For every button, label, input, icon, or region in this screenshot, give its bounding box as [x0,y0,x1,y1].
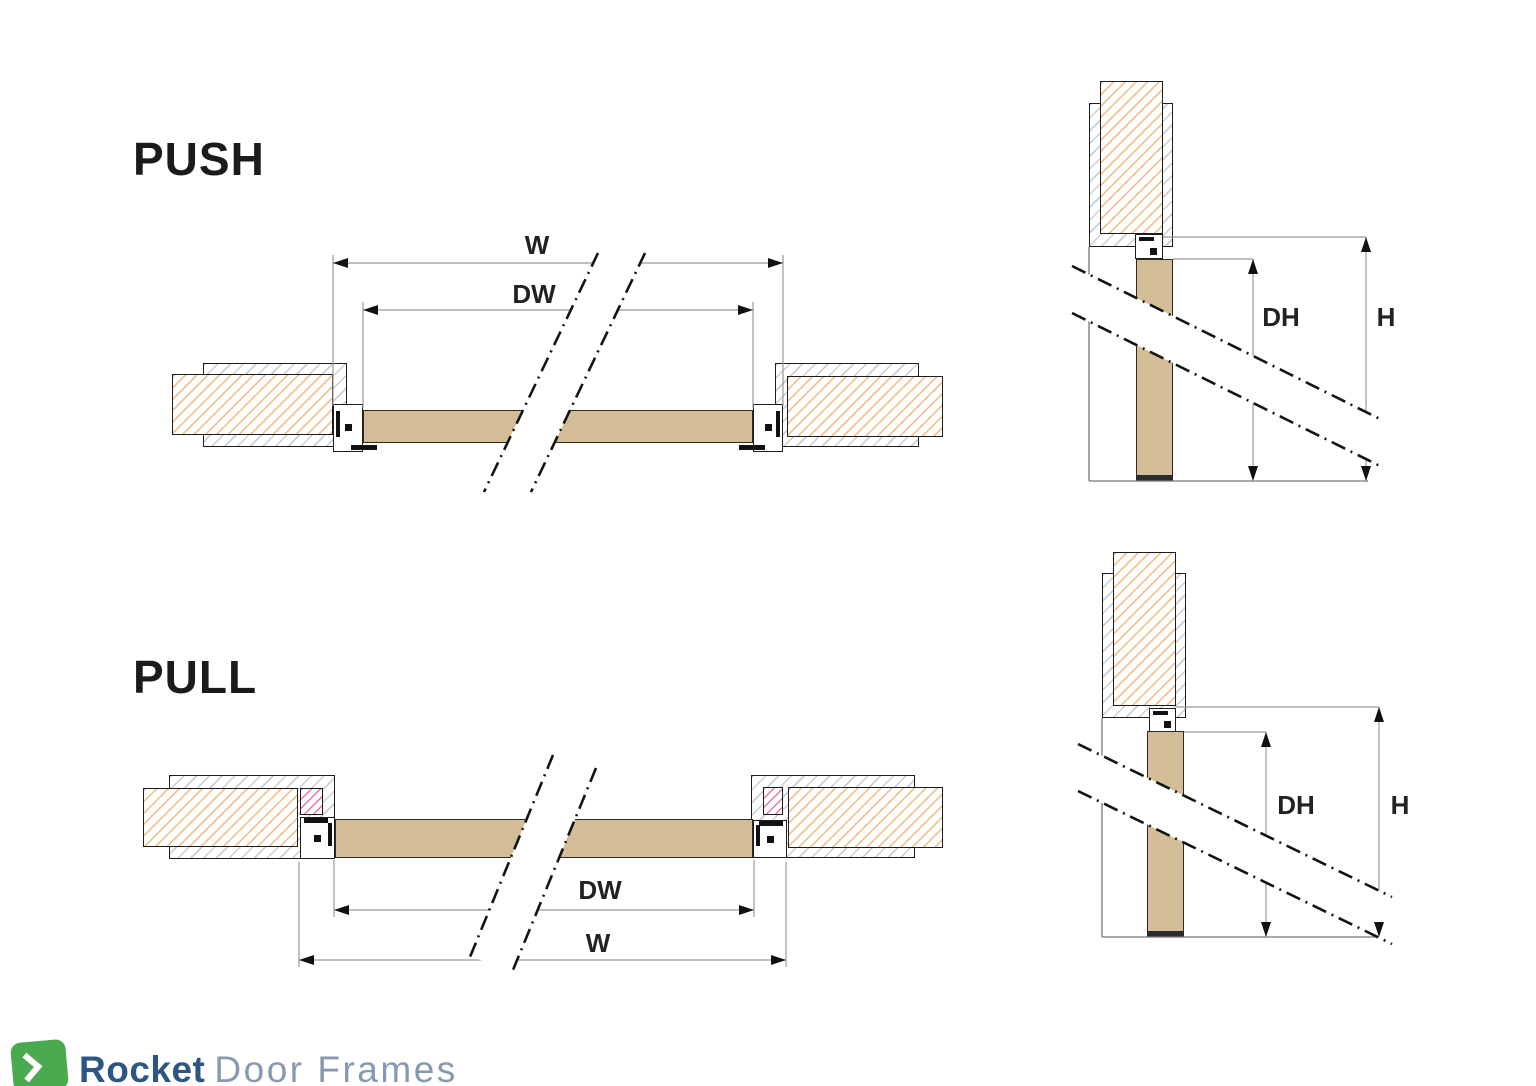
pull-wall-right-core [788,787,943,848]
pull-dim-label-dw: DW [574,877,626,903]
push-dim-label-w: W [520,232,554,258]
pull-seal-right [763,787,783,815]
push-side-wall-core [1100,81,1163,234]
pull-side-door-leaf [1147,731,1184,937]
push-frame-profile-right [739,404,783,452]
pull-dim-label-w: W [581,930,615,956]
pull-side-head-frame [1149,708,1176,732]
pull-side-wall-core [1113,552,1176,706]
pull-side-dim-label-dh: DH [1273,792,1319,818]
pull-door-leaf [335,819,753,858]
break-bands [470,253,1392,970]
push-door-leaf [363,410,753,443]
push-dim-label-dw: DW [508,281,560,307]
pull-section-title: PULL [133,651,258,703]
push-side-head-frame [1135,234,1163,259]
pull-wall-left-core [143,788,298,847]
push-side-dim-label-dh: DH [1258,304,1304,330]
pull-frame-profile-left [300,817,335,859]
pull-frame-profile-right [753,820,787,858]
pull-side-door-bottom-seal [1148,931,1183,936]
push-side-door-bottom-seal [1137,475,1172,480]
arrow-chevron-icon [12,1052,43,1083]
push-side-door-leaf [1136,259,1173,481]
pull-side-dim-label-h: H [1386,792,1414,818]
pull-seal-left [300,788,323,815]
push-side-dim-label-h: H [1372,304,1400,330]
push-wall-left-core [172,374,333,435]
push-wall-right-core [787,376,943,437]
break-lines [468,252,1393,971]
brand-name-light: Door Frames [214,1049,458,1086]
door-arrow-icon [9,1038,70,1086]
push-section-title: PUSH [133,133,265,185]
brand-name-bold: Rocket [79,1049,206,1086]
push-frame-profile-left [333,404,377,452]
